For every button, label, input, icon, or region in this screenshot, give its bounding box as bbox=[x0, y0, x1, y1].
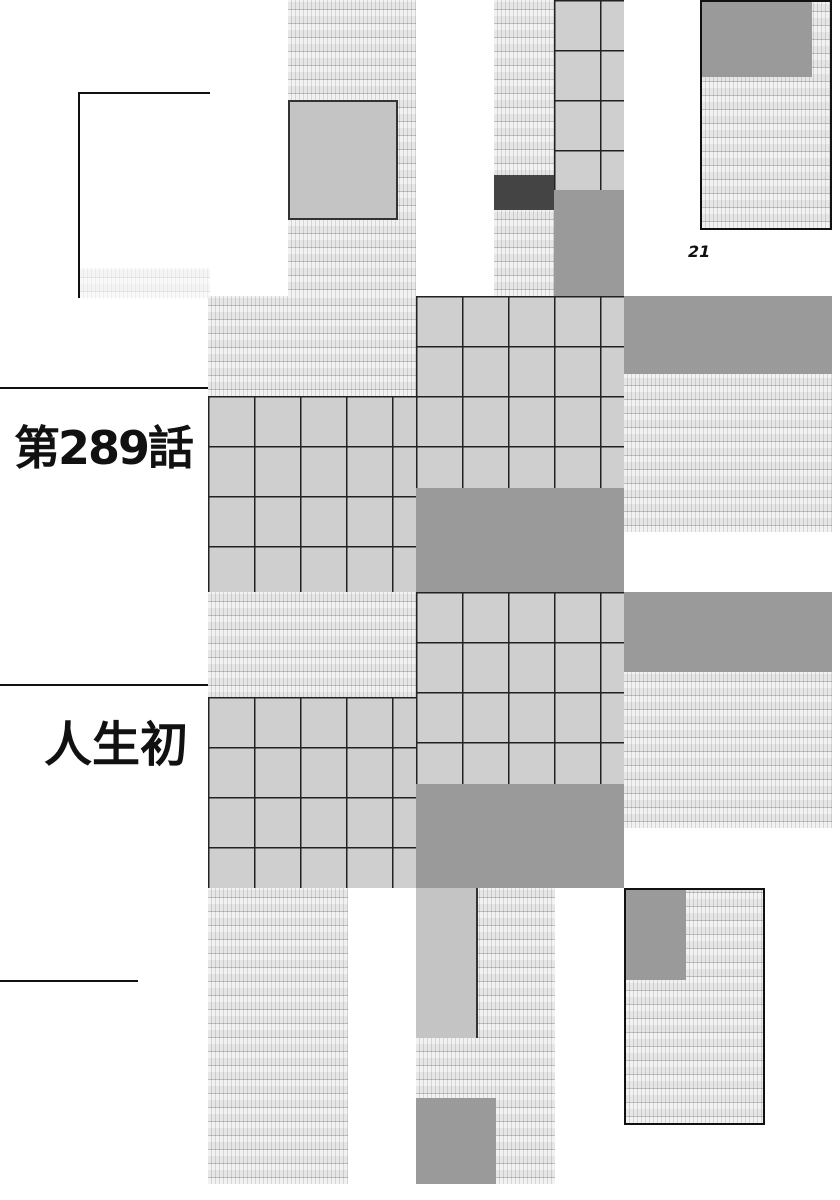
tile-grass-2 bbox=[624, 592, 832, 828]
tile-top-4 bbox=[624, 296, 832, 532]
chapter-title: 第289話 bbox=[14, 421, 194, 475]
tile-board-3 bbox=[208, 592, 416, 888]
tile-bottom-2 bbox=[416, 888, 555, 1184]
tile-top-1 bbox=[288, 0, 416, 296]
tile-bottom-1 bbox=[208, 888, 348, 1184]
panel-frame-bottom bbox=[0, 980, 138, 1186]
divider-line bbox=[0, 684, 208, 686]
chapter-subtitle: 人生初 bbox=[44, 717, 189, 773]
divider-line bbox=[0, 387, 208, 389]
tile-top-3 bbox=[700, 0, 832, 230]
tile-bottom-3 bbox=[624, 888, 765, 1125]
panel-frame-top bbox=[78, 92, 210, 298]
page-number: 21 bbox=[688, 242, 711, 261]
tile-top-2 bbox=[494, 0, 624, 296]
tile-board-4 bbox=[416, 592, 624, 784]
tile-shadow bbox=[416, 784, 624, 888]
tile-board-1 bbox=[208, 296, 416, 592]
tile-shadow bbox=[416, 488, 624, 592]
tile-board-2 bbox=[416, 296, 624, 488]
